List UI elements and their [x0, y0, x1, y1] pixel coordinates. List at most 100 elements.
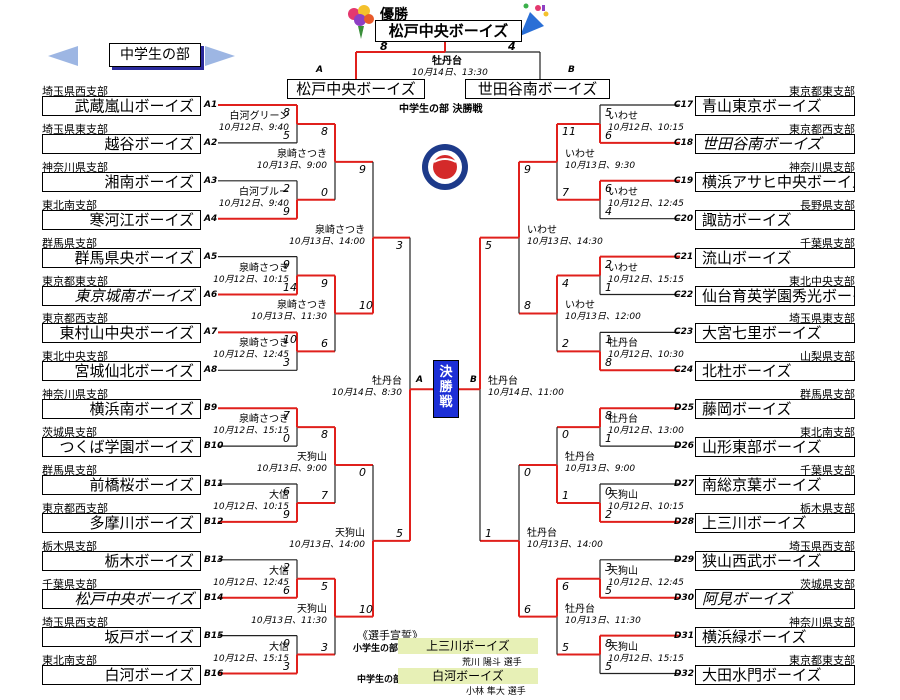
- match-venue: いわせ: [565, 300, 595, 312]
- score-bottom: 6: [321, 337, 328, 351]
- match-date: 10月12日、12:45: [608, 198, 684, 209]
- team-name: 大宮七里ボーイズ: [695, 323, 855, 344]
- score-bottom: 0: [283, 432, 290, 446]
- team-name: 武蔵嵐山ボーイズ: [42, 96, 201, 116]
- score-bottom: 5: [562, 640, 569, 654]
- match-venue: 大信: [269, 641, 289, 653]
- score-top: 2: [283, 560, 290, 574]
- team-code: C20: [674, 213, 694, 224]
- oath-jr-player: 小林 隼大 選手: [466, 687, 526, 697]
- team-code: D25: [674, 403, 694, 414]
- score-top: 0: [605, 485, 612, 498]
- team-name: 東村山中央ボーイズ: [42, 323, 201, 344]
- score-bottom: 3: [283, 659, 290, 673]
- match-date: 10月12日、15:15: [213, 653, 289, 664]
- score-top: 5: [605, 106, 612, 119]
- team-code: C17: [674, 100, 694, 110]
- team-prefecture: 茨城県支部: [800, 577, 855, 591]
- score-bottom: 9: [283, 507, 290, 521]
- team-name: 諏訪ボーイズ: [695, 209, 855, 230]
- match-venue: 天狗山: [608, 489, 638, 501]
- score-bottom: 5: [605, 659, 612, 673]
- team-code: A5: [204, 251, 218, 262]
- team-code: A6: [204, 289, 218, 300]
- score-top: 9: [524, 162, 531, 176]
- score-top: 6: [562, 579, 569, 593]
- match-date: 10月12日、12:45: [213, 577, 289, 588]
- semifinal-slot-a: A: [416, 375, 423, 386]
- team-name: 群馬県央ボーイズ: [42, 247, 201, 268]
- team-code: B14: [204, 592, 224, 603]
- champion-label: 優勝: [380, 7, 408, 23]
- score-top: 9: [359, 162, 366, 176]
- score-bottom: 0: [321, 185, 328, 199]
- match-venue: 牡丹台: [608, 414, 638, 426]
- team-prefecture: 埼玉県西支部: [42, 615, 108, 629]
- team-prefecture: 埼玉県西支部: [789, 539, 855, 553]
- team-code: B12: [204, 516, 224, 527]
- score-top: 0: [562, 428, 569, 442]
- score-top: 3: [396, 238, 403, 252]
- match-venue: 牡丹台: [488, 376, 518, 388]
- score-bottom: 2: [562, 337, 569, 351]
- score-bottom: 5: [396, 526, 403, 540]
- team-prefecture: 東北中央支部: [42, 350, 108, 364]
- team-code: A8: [204, 365, 218, 376]
- final-team-b: 世田谷南ボーイズ: [465, 79, 610, 99]
- match-date: 10月13日、14:00: [289, 236, 365, 247]
- score-top: 2: [605, 257, 612, 271]
- match-venue: いわせ: [608, 186, 638, 198]
- match-date: 10月12日、15:15: [608, 274, 684, 285]
- team-code: C23: [674, 327, 694, 338]
- score-top: 6: [605, 181, 612, 195]
- final-slot-b: B: [568, 65, 575, 75]
- team-prefecture: 山梨県支部: [800, 350, 855, 364]
- team-code: A3: [204, 175, 218, 186]
- score-top: 10: [283, 333, 297, 347]
- score-bottom: 6: [605, 128, 612, 142]
- team-prefecture: 埼玉県東支部: [789, 312, 855, 326]
- champion-team: 松戸中央ボーイズ: [375, 20, 522, 42]
- team-name: 松戸中央ボーイズ: [42, 588, 201, 609]
- match-venue: いわせ: [608, 110, 638, 122]
- team-name: 狭山西武ボーイズ: [695, 550, 855, 571]
- match-venue: 大信: [269, 565, 289, 577]
- score-bottom: 3: [321, 640, 328, 654]
- team-name: 世田谷南ボーイズ: [695, 133, 855, 154]
- team-name: 宮城仙北ボーイズ: [42, 361, 201, 382]
- team-name: 東京城南ボーイズ: [42, 285, 201, 306]
- team-name: 栃木ボーイズ: [42, 550, 201, 571]
- team-code: C22: [674, 289, 694, 300]
- score-top: 2: [283, 181, 290, 195]
- team-prefecture: 栃木県支部: [42, 539, 97, 553]
- team-code: D30: [674, 592, 694, 603]
- match-venue: 天狗山: [335, 527, 365, 539]
- match-date: 10月13日、11:30: [565, 615, 641, 626]
- team-prefecture: 千葉県支部: [42, 577, 97, 591]
- final-venue: 牡丹台: [432, 56, 462, 67]
- team-code: D29: [674, 554, 694, 565]
- score-bottom: 6: [283, 583, 290, 597]
- team-name: 横浜南ボーイズ: [42, 399, 201, 420]
- team-prefecture: 千葉県支部: [800, 236, 855, 250]
- score-top: 8: [321, 428, 328, 442]
- score-bottom: 1: [605, 432, 612, 446]
- score-top: 8: [321, 124, 328, 138]
- team-prefecture: 埼玉県西支部: [42, 85, 108, 98]
- match-date: 10月14日、8:30: [331, 388, 402, 399]
- team-prefecture: 千葉県支部: [800, 464, 855, 477]
- score-bottom: 14: [283, 280, 297, 294]
- score-bottom: 10: [359, 602, 373, 616]
- match-date: 10月12日、12:45: [213, 350, 289, 361]
- match-venue: 牡丹台: [565, 452, 595, 464]
- team-name: 坂戸ボーイズ: [42, 626, 201, 647]
- title-arrow-right: [205, 46, 235, 66]
- semifinal-slot-b: B: [470, 375, 477, 386]
- team-prefecture: 東北中央支部: [789, 274, 855, 288]
- team-name: 白河ボーイズ: [42, 664, 201, 685]
- team-code: B11: [204, 479, 224, 489]
- match-date: 10月12日、15:15: [213, 426, 289, 437]
- final-caption: 中学生の部 決勝戦: [399, 104, 483, 115]
- team-prefecture: 東京都西支部: [789, 122, 855, 136]
